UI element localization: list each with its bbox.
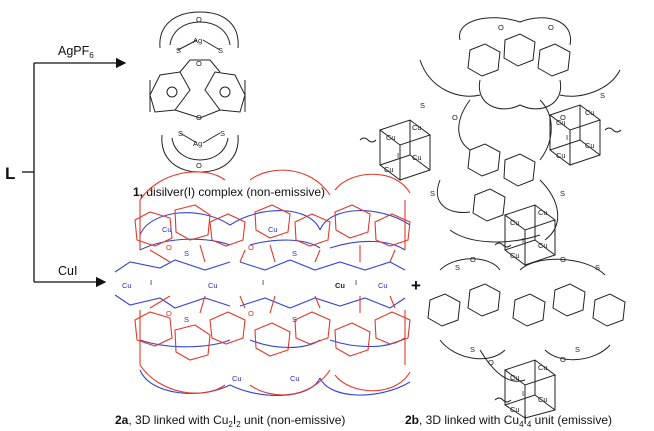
svg-text:O: O — [498, 23, 504, 32]
structure-1-atoms: Ag Ag S S S S O O O O — [176, 15, 225, 170]
svg-text:Cu: Cu — [386, 133, 396, 142]
caption-2a: 2a, 3D linked with Cu2I2 unit (non-emiss… — [115, 413, 345, 429]
svg-text:Cu: Cu — [268, 225, 278, 234]
svg-text:Cu: Cu — [122, 281, 132, 290]
svg-text:O: O — [560, 355, 566, 364]
svg-text:S: S — [218, 46, 223, 55]
svg-text:Cu: Cu — [538, 241, 548, 250]
reagent-cui: CuI — [58, 264, 77, 278]
svg-text:O: O — [166, 309, 172, 318]
svg-text:Cu: Cu — [556, 151, 566, 160]
svg-text:O: O — [488, 358, 494, 367]
svg-text:I: I — [355, 278, 357, 287]
structure-2a-network — [114, 169, 411, 397]
svg-text:O: O — [470, 255, 476, 264]
svg-text:S: S — [600, 91, 605, 100]
2a-red-cores — [134, 169, 411, 396]
svg-text:Cu: Cu — [538, 395, 548, 404]
svg-text:O: O — [452, 113, 458, 122]
svg-text:Cu: Cu — [538, 363, 548, 372]
svg-text:O: O — [248, 243, 254, 252]
svg-text:I: I — [150, 278, 152, 287]
svg-text:S: S — [560, 189, 565, 198]
svg-text:I: I — [522, 389, 524, 398]
svg-text:Cu: Cu — [208, 281, 218, 290]
structure-2b-network — [359, 17, 626, 419]
svg-text:Cu: Cu — [510, 405, 520, 414]
svg-text:Cu: Cu — [290, 374, 300, 383]
svg-text:S: S — [176, 46, 181, 55]
svg-text:Cu: Cu — [510, 251, 520, 260]
svg-text:O: O — [166, 243, 172, 252]
plus-sign: + — [411, 276, 421, 295]
svg-text:S: S — [575, 345, 580, 354]
svg-text:Cu: Cu — [162, 225, 172, 234]
svg-text:S: S — [292, 315, 297, 324]
svg-text:S: S — [430, 189, 435, 198]
svg-text:S: S — [470, 345, 475, 354]
svg-text:S: S — [420, 101, 425, 110]
svg-text:Cu: Cu — [232, 374, 242, 383]
svg-text:I: I — [262, 278, 264, 287]
svg-text:I: I — [397, 151, 399, 160]
svg-text:Cu: Cu — [585, 141, 595, 150]
svg-text:Cu: Cu — [510, 218, 520, 227]
svg-text:O: O — [560, 255, 566, 264]
svg-text:Cu: Cu — [378, 281, 388, 290]
svg-text:Cu: Cu — [412, 153, 422, 162]
svg-text:I: I — [522, 236, 524, 245]
atom-ag-bottom: Ag — [193, 139, 202, 148]
svg-text:S: S — [220, 129, 225, 138]
svg-text:O: O — [196, 15, 202, 24]
svg-text:O: O — [560, 113, 566, 122]
svg-text:S: S — [178, 129, 183, 138]
svg-text:O: O — [196, 113, 202, 122]
svg-text:Cu: Cu — [412, 123, 422, 132]
svg-text:O: O — [248, 309, 254, 318]
svg-text:I: I — [566, 133, 568, 142]
svg-text:O: O — [196, 161, 202, 170]
structure-1-disilver-complex — [149, 11, 246, 173]
svg-text:Cu: Cu — [556, 118, 566, 127]
svg-text:O: O — [548, 23, 554, 32]
svg-text:Cu: Cu — [585, 108, 595, 117]
caption-1: 1, disilver(I) complex (non-emissive) — [133, 185, 325, 199]
reaction-arrows — [22, 57, 127, 288]
svg-text:S: S — [595, 263, 600, 272]
structure-2b-atoms: Cu Cu Cu Cu Cu Cu Cu Cu Cu Cu Cu Cu Cu C… — [384, 23, 605, 414]
svg-text:Cu: Cu — [510, 373, 520, 382]
svg-text:S: S — [292, 249, 297, 258]
caption-2b: 2b, 3D linked with Cu4I4 unit (emissive) — [405, 413, 612, 429]
svg-text:S: S — [184, 315, 189, 324]
svg-text:S: S — [455, 263, 460, 272]
atom-ag-top: Ag — [193, 36, 202, 45]
ligand-label: L — [5, 164, 15, 183]
svg-text:O: O — [196, 59, 202, 68]
reagent-agpf6: AgPF6 — [58, 44, 94, 60]
svg-text:S: S — [184, 249, 189, 258]
structure-2a-atoms: Cu Cu Cu Cu Cu Cu Cu Cu O O O O S S S S … — [122, 225, 388, 383]
svg-text:Cu: Cu — [538, 208, 548, 217]
svg-text:Cu: Cu — [384, 165, 394, 174]
svg-text:Cu: Cu — [335, 281, 345, 290]
